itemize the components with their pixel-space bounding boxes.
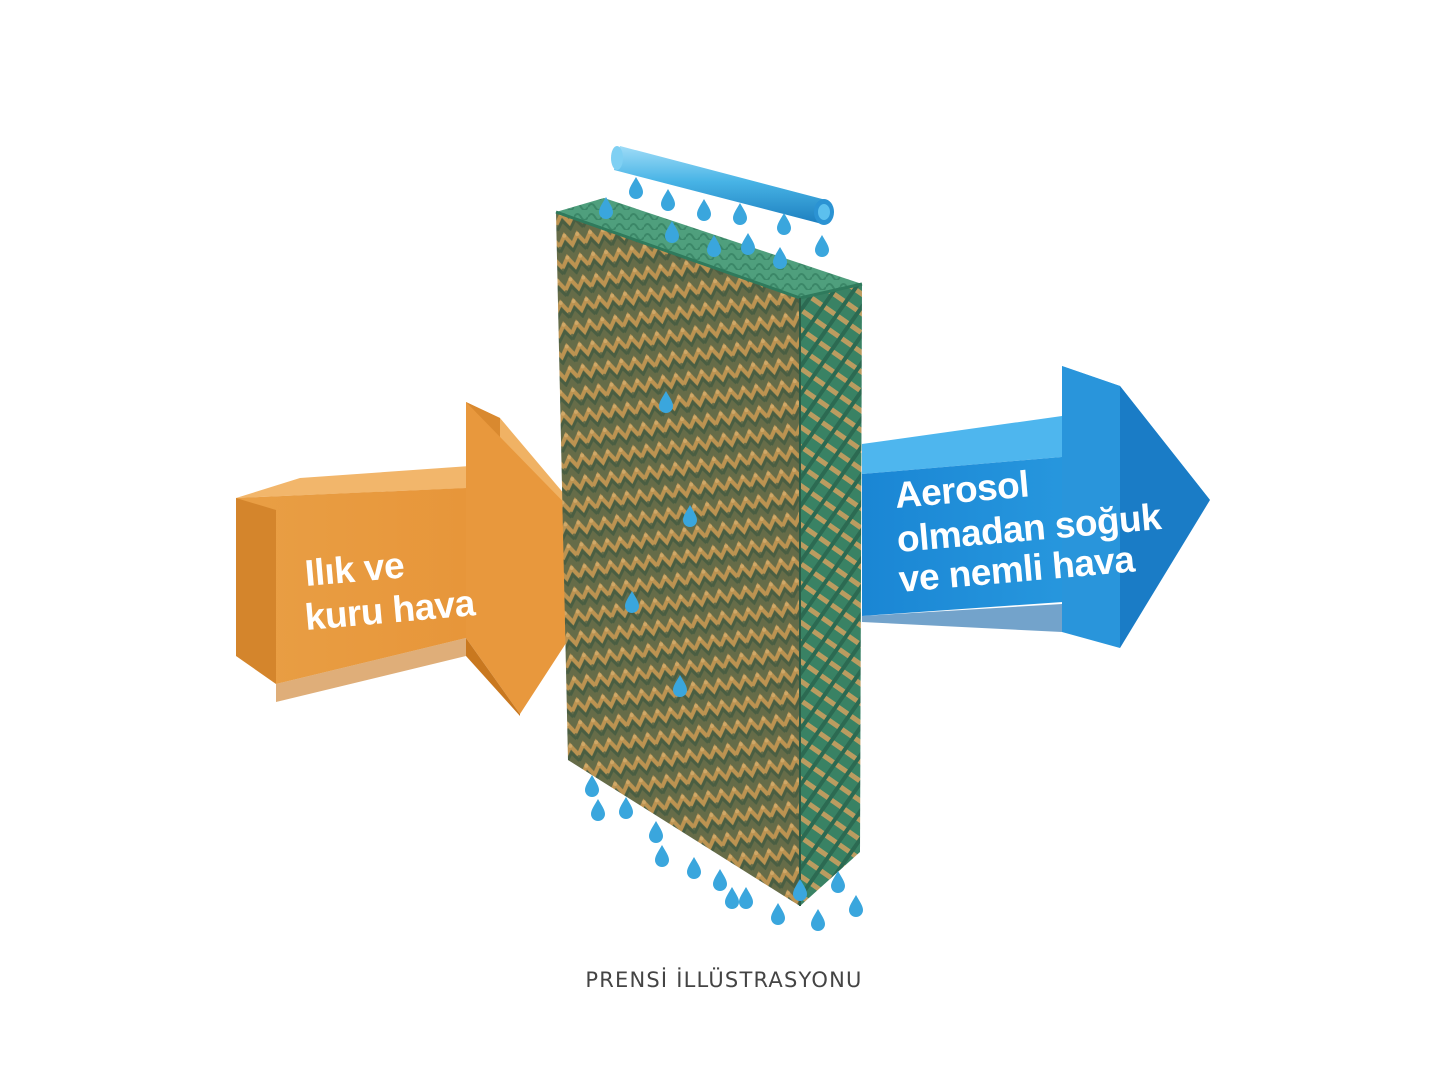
water-drop-icon — [619, 797, 633, 819]
warm-air-label-line1: Ilık ve — [303, 544, 406, 594]
water-drop-icon — [739, 887, 753, 909]
water-drop-icon — [649, 821, 663, 843]
water-drop-icon — [725, 887, 739, 909]
water-drop-icon — [811, 909, 825, 931]
water-drop-icon — [777, 213, 791, 235]
water-drop-icon — [773, 247, 787, 269]
water-drop-icon — [733, 203, 747, 225]
water-drop-icon — [661, 189, 675, 211]
water-drop-icon — [713, 869, 727, 891]
water-drop-icon — [697, 199, 711, 221]
water-drop-icon — [771, 903, 785, 925]
water-drop-icon — [815, 235, 829, 257]
water-distribution-pipe-icon — [611, 146, 834, 225]
cool-air-arrow: Aerosol olmadan soğuk ve nemli hava — [862, 366, 1210, 648]
diagram-caption: PRENSİ İLLÜSTRASYONU — [585, 968, 863, 992]
water-drop-icon — [585, 775, 599, 797]
evaporative-cooling-pad — [555, 198, 863, 906]
water-drop-icon — [741, 233, 755, 255]
water-drop-icon — [629, 177, 643, 199]
water-drop-icon — [849, 895, 863, 917]
water-drop-icon — [591, 799, 605, 821]
water-drop-icon — [687, 857, 701, 879]
water-drop-icon — [655, 845, 669, 867]
